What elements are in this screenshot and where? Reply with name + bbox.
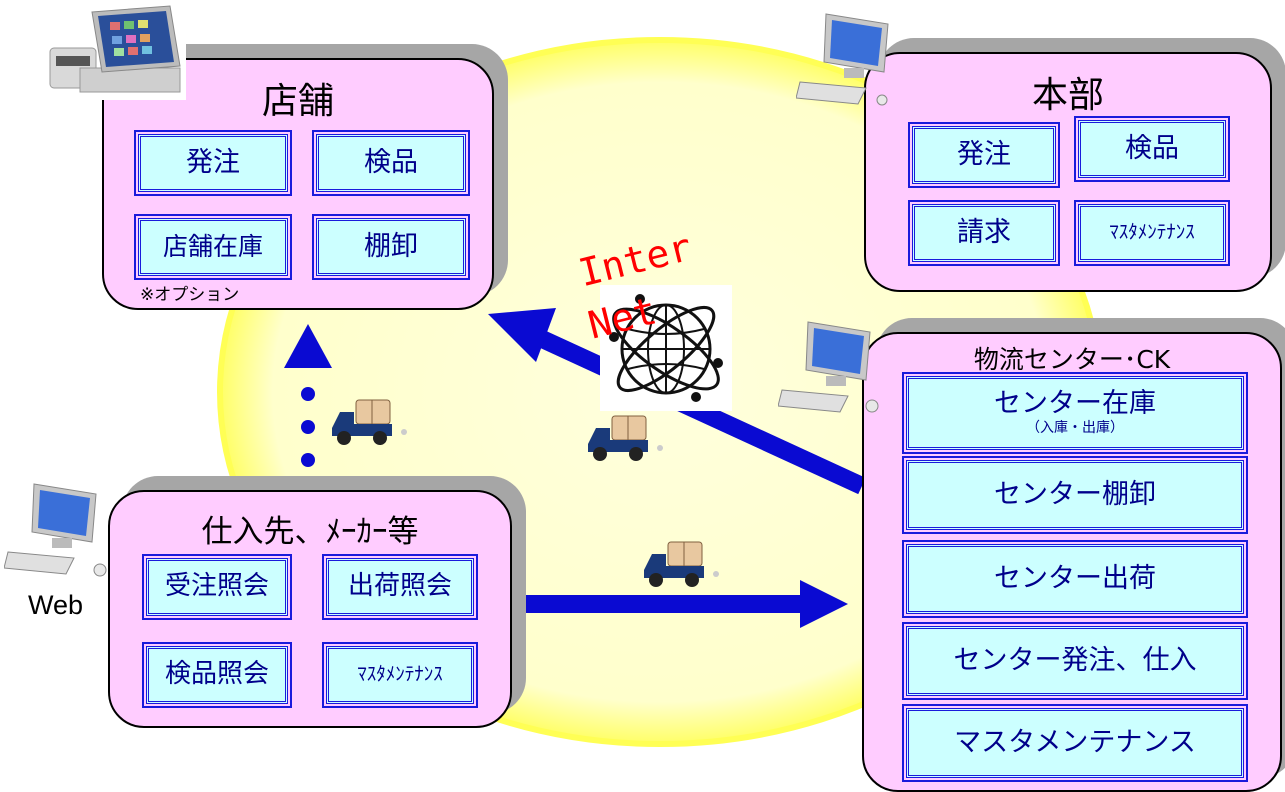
logistics-func-master-maintenance: マスタメンテナンス (902, 704, 1248, 782)
store-func-inspection: 検品 (312, 130, 470, 196)
logistics-func-center-inventory-label: センター在庫 (994, 388, 1156, 420)
internet-globe (600, 285, 732, 411)
store-title: 店舗 (261, 81, 334, 122)
store-func-order: 発注 (134, 130, 292, 196)
hq-func-billing: 請求 (908, 200, 1060, 266)
logistics-func-center-stocktake: センター棚卸 (902, 456, 1248, 534)
computer-icon (795, 10, 896, 106)
globe-icon (609, 294, 723, 402)
supplier-func-inspection-inquiry: 検品照会 (142, 642, 292, 708)
hq-title: 本部 (1031, 75, 1104, 116)
logistics-func-center-inventory-sub: （入庫・出庫） (1026, 419, 1124, 436)
store-group: 店舗 発注 検品 店舗在庫 棚卸 ※オプション (102, 58, 494, 310)
computer-icon (777, 318, 882, 414)
delivery-truck-icon (640, 538, 722, 590)
web-label: Web (28, 590, 84, 620)
logistics-func-center-ordering: センター発注、仕入 (902, 622, 1248, 700)
logistics-group: 物流センター･CK センター在庫 （入庫・出庫） センター棚卸 センター出荷 セ… (862, 332, 1282, 792)
store-func-stocktake: 棚卸 (312, 214, 470, 280)
hq-group: 本部 発注 検品 請求 ﾏｽﾀﾒﾝﾃﾅﾝｽ (864, 52, 1272, 292)
arrow-logistics-to-store (488, 308, 866, 495)
arrow-supplier-to-store (284, 324, 332, 467)
supplier-func-shipping-inquiry: 出荷照会 (322, 554, 478, 620)
logistics-func-center-inventory: センター在庫 （入庫・出庫） (902, 372, 1248, 454)
logistics-func-center-shipping: センター出荷 (902, 540, 1248, 618)
delivery-truck-icon (328, 396, 410, 448)
hq-func-inspection: 検品 (1074, 116, 1230, 182)
arrow-supplier-to-logistics (512, 580, 848, 628)
supplier-group: 仕入先、ﾒｰｶｰ等 受注照会 出荷照会 検品照会 ﾏｽﾀﾒﾝﾃﾅﾝｽ (108, 490, 512, 728)
pos-terminal-icon (40, 2, 186, 100)
hq-func-master-maintenance: ﾏｽﾀﾒﾝﾃﾅﾝｽ (1074, 200, 1230, 266)
delivery-truck-icon (584, 412, 666, 464)
supplier-func-master-maintenance: ﾏｽﾀﾒﾝﾃﾅﾝｽ (322, 642, 478, 708)
supplier-title: 仕入先、ﾒｰｶｰ等 (201, 514, 419, 550)
store-func-inventory: 店舗在庫 (134, 214, 292, 280)
logistics-title: 物流センター･CK (973, 345, 1171, 374)
supplier-func-order-inquiry: 受注照会 (142, 554, 292, 620)
hq-func-order: 発注 (908, 122, 1060, 188)
store-option-note: ※オプション (140, 285, 240, 305)
computer-icon (3, 480, 112, 580)
